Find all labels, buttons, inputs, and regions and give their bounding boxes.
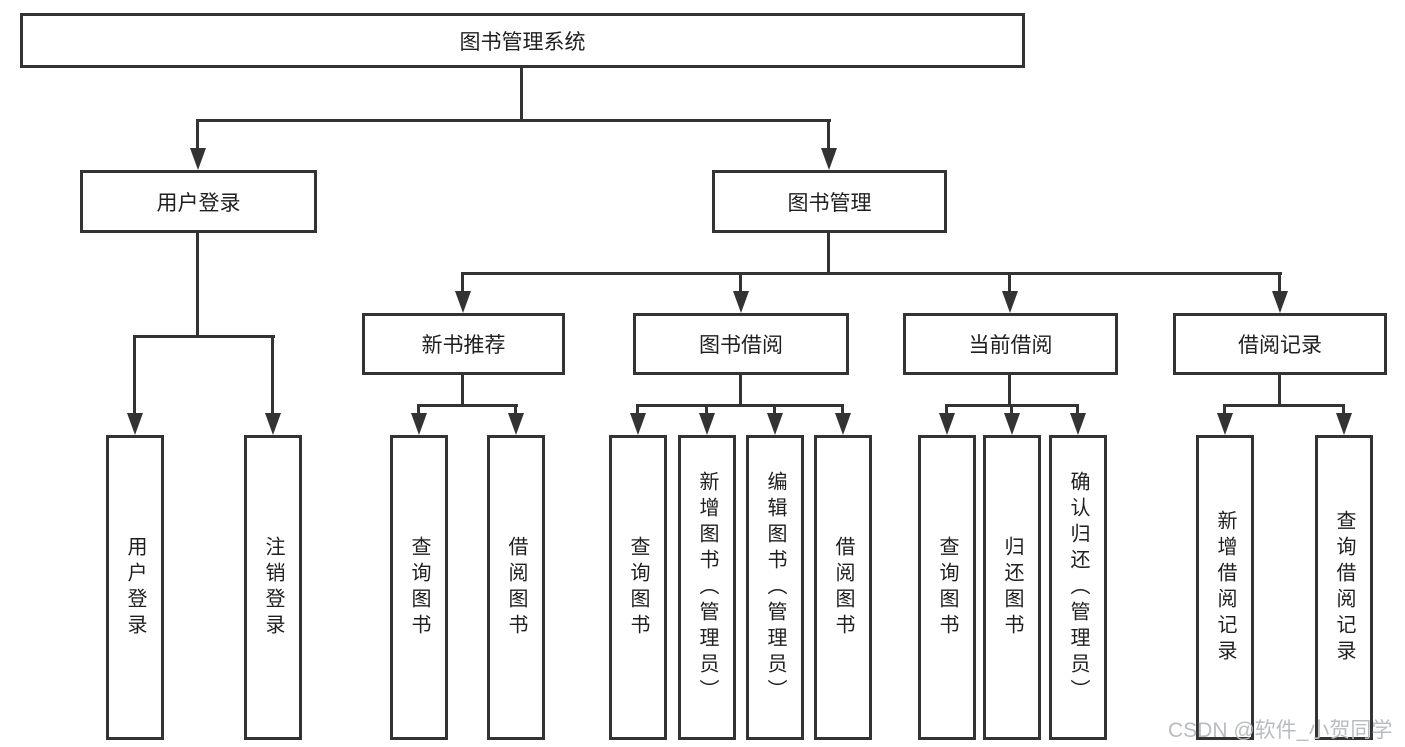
leaf-label: 编辑图书（管理员） [764, 470, 786, 705]
connector-drop [636, 404, 639, 415]
arrowhead-down-icon [699, 413, 715, 435]
node-label: 图书管理系统 [459, 30, 586, 54]
connector-drop [705, 404, 708, 415]
connector-borrowing-records-stem [1278, 375, 1281, 407]
arrowhead-down-icon [190, 148, 206, 170]
connector-book-borrowing-branch [636, 404, 844, 407]
connector-drop [841, 404, 844, 415]
connector-book-management-stem [827, 233, 830, 275]
arrowhead-down-icon [265, 413, 281, 435]
leaf-edit-book-admin: 编辑图书（管理员） [746, 435, 804, 740]
arrowhead-down-icon [1002, 291, 1018, 313]
leaf-label: 查询借阅记录 [1333, 509, 1355, 666]
leaf-label: 注销登录 [262, 535, 284, 640]
arrowhead-down-icon [455, 291, 471, 313]
connector-book-borrowing-stem [739, 375, 742, 407]
arrowhead-down-icon [939, 413, 955, 435]
leaf-label: 新增图书（管理员） [696, 470, 718, 705]
arrowhead-down-icon [821, 148, 837, 170]
arrowhead-down-icon [1070, 413, 1086, 435]
leaf-return-books: 归还图书 [983, 435, 1041, 740]
leaf-label: 确认归还（管理员） [1067, 470, 1089, 705]
connector-borrowing-records-branch [1223, 404, 1345, 407]
arrowhead-down-icon [1272, 291, 1288, 313]
connector-new-book-stem [461, 375, 464, 407]
connector-drop-leaf-logout [271, 335, 274, 415]
connector-drop [1010, 404, 1013, 415]
connector-drop-user-login [196, 119, 199, 150]
connector-drop-new-book [461, 272, 464, 293]
arrowhead-down-icon [1004, 413, 1020, 435]
leaf-label: 借阅图书 [505, 535, 527, 640]
connector-drop-current-borrowing [1008, 272, 1011, 293]
connector-new-book-branch [417, 404, 518, 407]
node-label: 图书借阅 [699, 334, 783, 357]
leaf-label: 归还图书 [1001, 535, 1023, 640]
connector-drop [1342, 404, 1345, 415]
leaf-query-borrowing-record: 查询借阅记录 [1315, 435, 1373, 740]
connector-drop [1076, 404, 1079, 415]
connector-book-management-branch [462, 272, 1282, 275]
connector-root-stem [520, 68, 523, 122]
arrowhead-down-icon [1336, 413, 1352, 435]
leaf-user-login: 用户登录 [106, 435, 164, 740]
arrowhead-down-icon [630, 413, 646, 435]
arrowhead-down-icon [733, 291, 749, 313]
node-user-login: 用户登录 [80, 170, 317, 233]
connector-current-borrowing-stem [1008, 375, 1011, 407]
leaf-label: 新增借阅记录 [1214, 509, 1236, 666]
connector-drop [945, 404, 948, 415]
arrowhead-down-icon [1217, 413, 1233, 435]
leaf-query-books-current: 查询图书 [918, 435, 976, 740]
node-book-borrowing: 图书借阅 [633, 313, 849, 375]
connector-drop [514, 404, 517, 415]
connector-drop [417, 404, 420, 415]
leaf-borrow-books-recommend: 借阅图书 [487, 435, 545, 740]
leaf-label: 查询图书 [936, 535, 958, 640]
leaf-query-books-borrowing: 查询图书 [609, 435, 667, 740]
leaf-label: 查询图书 [627, 535, 649, 640]
arrowhead-down-icon [767, 413, 783, 435]
connector-drop [773, 404, 776, 415]
leaf-query-books-recommend: 查询图书 [390, 435, 448, 740]
connector-drop-book-management [827, 119, 830, 150]
leaf-add-book-admin: 新增图书（管理员） [678, 435, 736, 740]
node-borrowing-records: 借阅记录 [1173, 313, 1387, 375]
csdn-watermark: CSDN @软件_小贺同学 [1168, 719, 1393, 742]
connector-user-login-stem [196, 233, 199, 338]
node-book-management-system: 图书管理系统 [20, 13, 1025, 68]
leaf-label: 借阅图书 [832, 535, 854, 640]
node-label: 新书推荐 [421, 334, 506, 357]
node-label: 用户登录 [156, 191, 241, 215]
connector-user-login-branch [134, 335, 275, 338]
connector-drop-book-borrowing [739, 272, 742, 293]
connector-drop-leaf-user-login [133, 335, 136, 415]
node-label: 图书管理 [787, 191, 872, 215]
leaf-borrow-books-borrowing: 借阅图书 [814, 435, 872, 740]
arrowhead-down-icon [411, 413, 427, 435]
arrowhead-down-icon [835, 413, 851, 435]
connector-root-branch [197, 119, 831, 122]
arrowhead-down-icon [127, 413, 143, 435]
connector-drop [1223, 404, 1226, 415]
leaf-label: 查询图书 [408, 535, 430, 640]
node-label: 借阅记录 [1238, 334, 1322, 357]
node-book-management: 图书管理 [712, 170, 947, 233]
node-label: 当前借阅 [968, 334, 1053, 357]
leaf-label: 用户登录 [124, 535, 146, 640]
leaf-logout: 注销登录 [244, 435, 302, 740]
arrowhead-down-icon [508, 413, 524, 435]
node-current-borrowing: 当前借阅 [903, 313, 1118, 375]
leaf-add-borrowing-record: 新增借阅记录 [1196, 435, 1254, 740]
connector-drop-borrowing-records [1278, 272, 1281, 293]
leaf-confirm-return-admin: 确认归还（管理员） [1049, 435, 1107, 740]
node-new-book-recommendation: 新书推荐 [362, 313, 565, 375]
